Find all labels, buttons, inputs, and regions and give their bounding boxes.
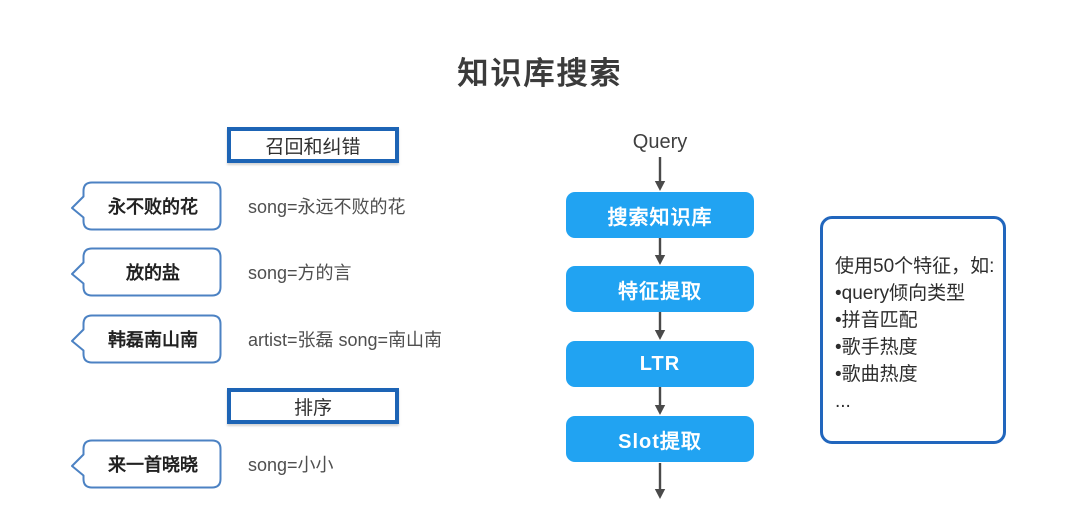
query-bubble-text: 来一首晓晓	[108, 455, 198, 475]
down-arrow-icon	[654, 238, 666, 265]
feature-item: •query倾向类型	[835, 283, 966, 304]
speech-bubble-icon	[71, 439, 222, 489]
speech-bubble-icon	[71, 314, 222, 364]
query-bubble: 来一首晓晓	[70, 439, 222, 489]
query-bubble-text: 韩磊南山南	[108, 330, 198, 350]
flow-step-ltr: LTR	[566, 341, 754, 387]
recall-result-label: song=方的言	[248, 263, 352, 283]
speech-bubble-icon	[71, 181, 222, 231]
flow-step-feature-extraction: 特征提取	[566, 266, 754, 312]
recall-section-label: 召回和纠错	[265, 136, 361, 158]
query-bubble: 放的盐	[70, 247, 222, 297]
feature-item: •歌曲热度	[835, 364, 918, 385]
flow-step-search-kb: 搜索知识库	[566, 192, 754, 238]
query-bubble-text: 放的盐	[126, 263, 180, 283]
recall-section-header: 召回和纠错	[227, 127, 399, 163]
features-panel: 使用50个特征，如: •query倾向类型 •拼音匹配 •歌手热度 •歌曲热度 …	[820, 216, 1006, 444]
feature-item: •歌手热度	[835, 337, 918, 358]
recall-result-label: artist=张磊 song=南山南	[248, 330, 443, 350]
down-arrow-icon	[654, 157, 666, 191]
flow-step-slot-extraction: Slot提取	[566, 416, 754, 462]
down-arrow-icon	[654, 463, 666, 499]
recall-result-label: song=永远不败的花	[248, 197, 406, 217]
down-arrow-icon	[654, 387, 666, 415]
page-title: 知识库搜索	[457, 56, 623, 91]
flow-input-label: Query	[632, 131, 688, 153]
features-intro: 使用50个特征，如:	[835, 256, 995, 277]
feature-item: •拼音匹配	[835, 310, 918, 331]
down-arrow-icon	[654, 312, 666, 340]
query-bubble: 韩磊南山南	[70, 314, 222, 364]
sort-section-label: 排序	[293, 397, 332, 419]
query-bubble-text: 永不败的花	[108, 197, 198, 217]
query-bubble: 永不败的花	[70, 181, 222, 231]
sort-section-header: 排序	[227, 388, 399, 424]
speech-bubble-icon	[71, 247, 222, 297]
sort-result-label: song=小小	[248, 455, 334, 475]
feature-item-ellipsis: ...	[835, 391, 851, 412]
